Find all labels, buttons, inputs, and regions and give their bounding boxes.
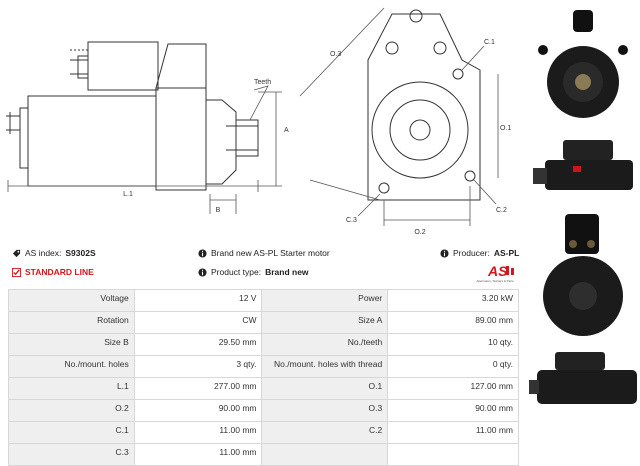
spec-value: 90.00 mm: [133, 399, 263, 422]
spec-value: 0 qty.: [387, 355, 519, 378]
dim-c1-label: C.1: [484, 39, 495, 46]
info-icon: [198, 248, 207, 258]
technical-drawing: L.1 B A Teeth O.3 O.1 O.2 C.1 C.2 C.3: [6, 7, 511, 236]
teeth-label: Teeth: [254, 79, 271, 86]
tag-icon: [12, 249, 21, 257]
front-view-outline: [367, 9, 481, 201]
product-info: AS index: S9302S STANDARD LINE Brand new…: [0, 240, 525, 288]
spec-label: No./teeth: [261, 333, 389, 356]
as-index-value: S9302S: [65, 248, 96, 258]
product-photos: [529, 10, 637, 404]
spec-label: L.1: [8, 377, 135, 400]
spec-value: 11.00 mm: [133, 443, 263, 466]
standard-line-label: STANDARD LINE: [25, 267, 94, 277]
spec-label: Voltage: [8, 289, 135, 312]
spec-value: 3 qty.: [133, 355, 263, 378]
photo-side-view: [533, 140, 633, 190]
dim-o3-label: O.3: [330, 51, 341, 58]
spec-label: O.1: [261, 377, 389, 400]
spec-value: 90.00 mm: [387, 399, 519, 422]
spec-value: 11.00 mm: [133, 421, 263, 444]
spec-label: Size B: [8, 333, 135, 356]
spec-label: O.2: [8, 399, 135, 422]
spec-label: C.2: [261, 421, 389, 444]
producer-value: AS-PL: [493, 248, 520, 258]
as-index-label: AS index:: [25, 248, 62, 258]
photo-front-view: [538, 10, 628, 118]
spec-value: 3.20 kW: [387, 289, 519, 312]
solenoid-outline: [87, 41, 159, 91]
motor-body-outline: [27, 95, 157, 187]
spec-value: 277.00 mm: [133, 377, 263, 400]
product-type-label: Product type:: [211, 267, 262, 277]
spec-label: C.3: [8, 443, 135, 466]
as-index-row: AS index: S9302S: [12, 248, 96, 258]
spec-value: CW: [133, 311, 263, 334]
dim-l1-label: L.1: [123, 191, 133, 198]
spec-label: C.1: [8, 421, 135, 444]
dim-o2-label: O.2: [414, 229, 425, 236]
product-type-value: Brand new: [265, 267, 309, 277]
producer-label: Producer:: [453, 248, 490, 258]
dim-a-label: A: [284, 127, 289, 134]
spec-label: No./mount. holes with thread: [261, 355, 389, 378]
spec-label: Rotation: [8, 311, 135, 334]
brand-new-row: Brand new AS-PL Starter motor: [198, 248, 330, 258]
photo-angled-view: [543, 214, 623, 336]
spec-value: 10 qty.: [387, 333, 519, 356]
spec-value: 12 V: [133, 289, 263, 312]
product-type-row: Product type: Brand new: [198, 267, 309, 277]
dim-o1-label: O.1: [500, 125, 511, 132]
as-pl-logo: AS Alternators, Starters & Parts: [476, 263, 514, 283]
dim-c2-label: C.2: [496, 207, 507, 214]
brand-new-text: Brand new AS-PL Starter motor: [211, 248, 330, 258]
spec-value: 29.50 mm: [133, 333, 263, 356]
spec-label: O.3: [261, 399, 389, 422]
standard-line-row: STANDARD LINE: [12, 267, 94, 277]
dim-c3-label: C.3: [346, 217, 357, 224]
spec-label: No./mount. holes: [8, 355, 135, 378]
producer-row: Producer: AS-PL: [440, 248, 519, 258]
spec-value: 11.00 mm: [387, 421, 519, 444]
spec-value: 89.00 mm: [387, 311, 519, 334]
info-icon: [440, 248, 449, 258]
dim-b-label: B: [216, 207, 221, 214]
logo-text: AS: [487, 263, 508, 279]
spec-label: Power: [261, 289, 389, 312]
spec-value: 127.00 mm: [387, 377, 519, 400]
photo-long-side-view: [529, 352, 637, 404]
checkbox-icon: [12, 267, 21, 277]
spec-label: Size A: [261, 311, 389, 334]
logo-tagline: Alternators, Starters & Parts: [476, 279, 514, 283]
spec-value: [387, 443, 519, 466]
info-icon: [198, 267, 207, 277]
spec-label: [261, 443, 389, 466]
